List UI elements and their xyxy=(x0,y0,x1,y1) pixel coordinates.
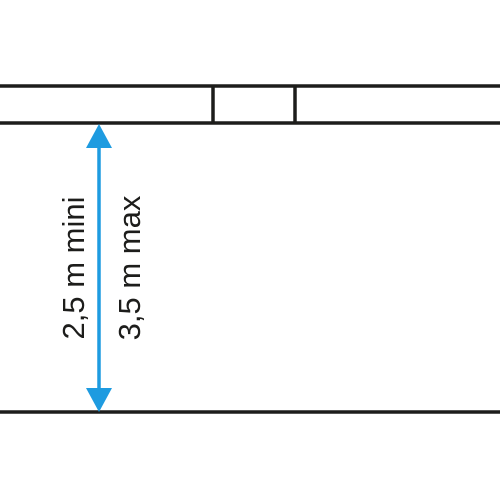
label-maximum-height: 3,5 m max xyxy=(112,195,147,340)
height-arrow xyxy=(86,124,112,412)
ceiling-beam xyxy=(0,84,500,125)
arrow-head-top xyxy=(86,124,112,148)
label-minimum-height: 2,5 m mini xyxy=(56,197,91,340)
arrow-head-bottom xyxy=(86,388,112,412)
